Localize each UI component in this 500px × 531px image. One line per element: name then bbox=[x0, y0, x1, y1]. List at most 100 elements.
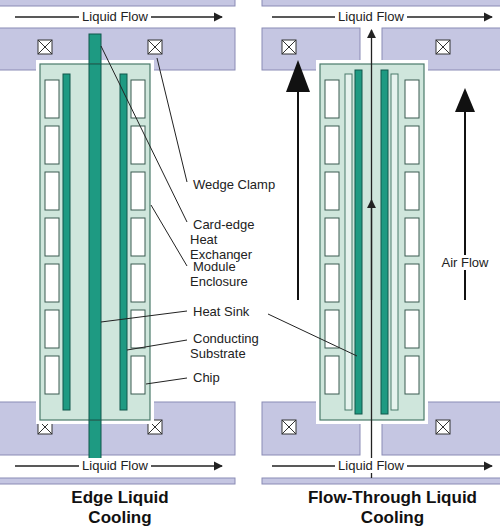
chip bbox=[131, 218, 145, 256]
pipe-wall bbox=[0, 478, 235, 484]
pipe-wall bbox=[262, 478, 500, 484]
clamp-box bbox=[148, 40, 162, 54]
wedge-clamp bbox=[38, 40, 52, 54]
chip bbox=[405, 264, 419, 302]
chip bbox=[325, 172, 339, 210]
part-label: Heat Sink bbox=[190, 304, 252, 319]
heat-sink bbox=[89, 64, 101, 420]
wedge-clamp bbox=[436, 40, 450, 54]
leader-line bbox=[146, 378, 187, 384]
flow-label: Liquid Flow bbox=[79, 458, 151, 473]
leader-lines bbox=[101, 46, 357, 384]
label-box: Heat Sink bbox=[190, 304, 282, 319]
label-box: Liquid Flow bbox=[326, 458, 416, 473]
label-box: Conducting Substrate bbox=[190, 331, 282, 361]
coolant-arrow bbox=[371, 30, 372, 478]
label-box: Liquid Flow bbox=[70, 458, 160, 473]
wedge-clamp bbox=[148, 40, 162, 54]
part-label: Chip bbox=[190, 370, 223, 385]
chip bbox=[45, 310, 59, 348]
diagram-caption: Flow-Through Liquid Cooling bbox=[308, 488, 477, 527]
flow-label: Liquid Flow bbox=[79, 9, 151, 24]
pipe-wall bbox=[0, 0, 235, 6]
chip bbox=[131, 264, 145, 302]
flow-label: Liquid Flow bbox=[335, 458, 407, 473]
air-arrow-head bbox=[455, 88, 475, 112]
leader-line bbox=[101, 311, 187, 322]
chip bbox=[45, 126, 59, 164]
wedge-clamp bbox=[436, 420, 450, 434]
chip bbox=[325, 264, 339, 302]
wedge-clamp bbox=[282, 40, 296, 54]
card-edge-heat-exchanger bbox=[89, 34, 101, 466]
chip bbox=[405, 218, 419, 256]
air-arrow-shaft bbox=[464, 110, 466, 300]
chip bbox=[131, 310, 145, 348]
chip bbox=[45, 80, 59, 118]
heat-sink bbox=[381, 70, 388, 414]
label-box: Air Flow bbox=[434, 255, 496, 270]
air-flow-label: Air Flow bbox=[439, 255, 492, 270]
chips bbox=[45, 80, 419, 394]
flow-arrows bbox=[15, 17, 492, 466]
chip bbox=[325, 80, 339, 118]
chip bbox=[45, 218, 59, 256]
clamp-cross bbox=[436, 40, 450, 54]
chip bbox=[325, 126, 339, 164]
chip bbox=[45, 264, 59, 302]
chip bbox=[405, 126, 419, 164]
label-box: Module Enclosure bbox=[190, 259, 282, 289]
part-label: Module Enclosure bbox=[190, 259, 251, 289]
pipe-walls bbox=[0, 0, 500, 484]
label-box: Chip bbox=[190, 370, 282, 385]
chip bbox=[45, 356, 59, 394]
leader-line bbox=[268, 314, 357, 356]
chip bbox=[131, 356, 145, 394]
chip bbox=[405, 172, 419, 210]
clamp-box bbox=[282, 420, 296, 434]
clamp-cross bbox=[282, 420, 296, 434]
conducting-substrate bbox=[120, 74, 127, 410]
conducting-substrate bbox=[391, 74, 398, 410]
clamp-cross bbox=[282, 40, 296, 54]
part-label: Card-edge Heat Exchanger bbox=[190, 217, 255, 262]
air-arrow-shaft bbox=[297, 90, 299, 300]
pipe-wall bbox=[262, 0, 500, 6]
air-arrow-head bbox=[286, 60, 310, 92]
label-box: Edge Liquid Cooling bbox=[45, 488, 195, 528]
label-box: Flow-Through Liquid Cooling bbox=[290, 488, 495, 528]
coolant-arrow bbox=[371, 200, 372, 300]
part-label: Conducting Substrate bbox=[190, 331, 259, 361]
leader-line bbox=[101, 46, 187, 222]
conducting-substrate bbox=[345, 74, 352, 410]
chip bbox=[405, 310, 419, 348]
part-label: Wedge Clamp bbox=[190, 177, 278, 192]
diagram-caption: Edge Liquid Cooling bbox=[71, 488, 168, 527]
chip bbox=[45, 172, 59, 210]
clamp-box bbox=[436, 420, 450, 434]
chip bbox=[325, 356, 339, 394]
clamp-cross bbox=[38, 40, 52, 54]
chip bbox=[325, 218, 339, 256]
clamp-cross bbox=[148, 40, 162, 54]
clamp-box bbox=[38, 40, 52, 54]
heat-sink bbox=[355, 70, 362, 414]
label-box: Wedge Clamp bbox=[190, 177, 282, 192]
flow-label: Liquid Flow bbox=[335, 9, 407, 24]
module-enclosure bbox=[40, 64, 150, 420]
coolant-flow bbox=[371, 30, 372, 478]
leader-line bbox=[127, 340, 187, 350]
wedge-clamp bbox=[282, 420, 296, 434]
chip bbox=[131, 172, 145, 210]
clamp-box bbox=[282, 40, 296, 54]
gap bbox=[36, 60, 154, 424]
conducting-substrate bbox=[63, 74, 70, 410]
label-box: Card-edge Heat Exchanger bbox=[190, 217, 282, 262]
leader-line bbox=[157, 58, 187, 182]
leader-line bbox=[151, 205, 187, 266]
clamp-cross bbox=[436, 420, 450, 434]
label-box: Liquid Flow bbox=[326, 9, 416, 24]
